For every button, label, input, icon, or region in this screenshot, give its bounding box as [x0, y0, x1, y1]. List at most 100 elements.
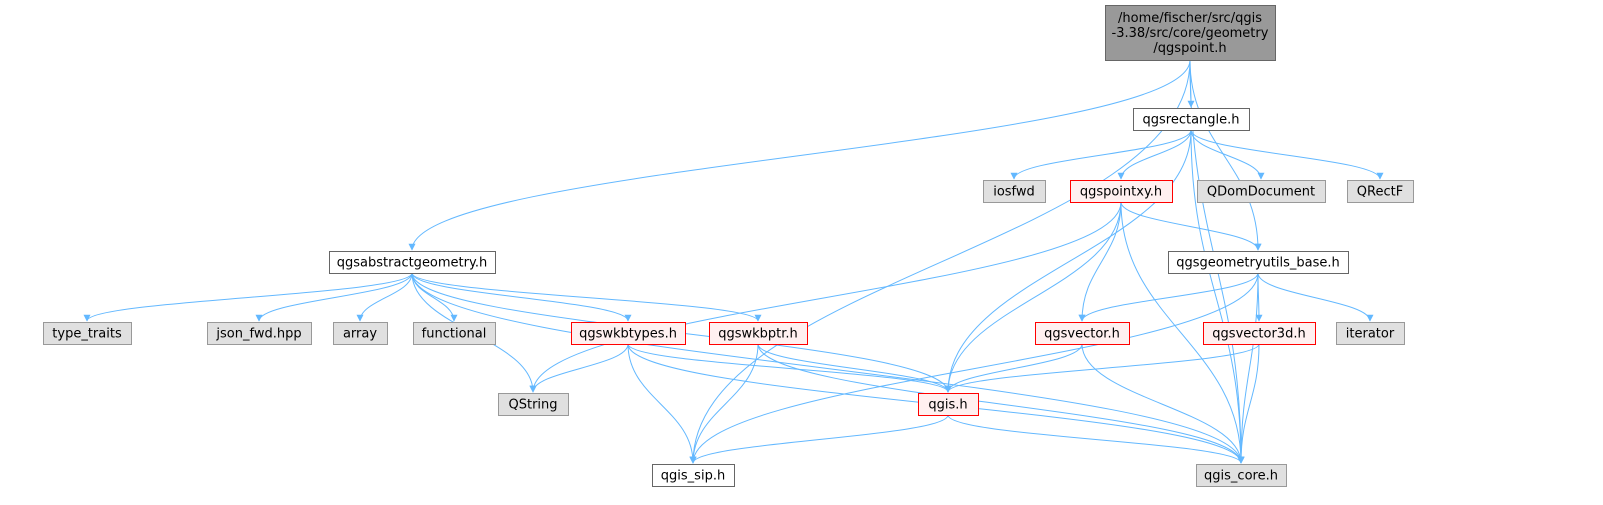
node-label-qgsabstractgeometry: qgsabstractgeometry.h — [337, 256, 487, 271]
node-label-json_fwd: json_fwd.hpp — [215, 327, 301, 342]
node-qgis_core[interactable]: qgis_core.h — [1196, 464, 1287, 487]
edge-qgsrectangle-to-iosfwd — [1010, 129, 1192, 180]
edge-qgspointxy-to-qgsgeometryutils_base — [1120, 201, 1262, 251]
node-box-qdomdocument[interactable] — [1197, 180, 1326, 203]
node-box-qgsgeometryutils_base[interactable] — [1168, 251, 1349, 274]
node-label-qgsgeometryutils_base: qgsgeometryutils_base.h — [1176, 256, 1339, 271]
node-qgsrectangle[interactable]: qgsrectangle.h — [1133, 108, 1250, 131]
node-label-qstring: QString — [508, 398, 557, 413]
node-box-qgis[interactable] — [918, 393, 979, 416]
edge-qgswkbtypes-to-qgis_sip — [627, 343, 697, 464]
node-box-iosfwd[interactable] — [983, 180, 1046, 203]
node-box-qstring[interactable] — [498, 393, 569, 416]
node-qgsgeometryutils_base[interactable]: qgsgeometryutils_base.h — [1168, 251, 1349, 274]
node-label-root: -3.38/src/core/geometry — [1112, 26, 1269, 41]
node-box-functional[interactable] — [413, 322, 496, 345]
node-label-qgis: qgis.h — [928, 398, 967, 413]
node-box-qgswkbtypes[interactable] — [571, 322, 686, 345]
edge-qgspointxy-to-qstring — [529, 201, 1122, 393]
node-label-qrectf: QRectF — [1357, 185, 1403, 200]
node-box-qgsvector[interactable] — [1035, 322, 1130, 345]
edge-qgsvector-to-qgis — [944, 343, 1083, 393]
node-qdomdocument[interactable]: QDomDocument — [1197, 180, 1326, 203]
edge-qgsgeometryutils_base-to-qgis_sip — [689, 272, 1259, 464]
node-label-iosfwd: iosfwd — [993, 185, 1035, 200]
node-box-root[interactable] — [1105, 5, 1276, 61]
node-label-functional: functional — [422, 327, 487, 342]
node-qgsvector3d[interactable]: qgsvector3d.h — [1203, 322, 1316, 345]
node-qgis_sip[interactable]: qgis_sip.h — [652, 464, 735, 487]
node-array[interactable]: array — [333, 322, 388, 345]
node-box-qgsvector3d[interactable] — [1203, 322, 1316, 345]
node-functional[interactable]: functional — [413, 322, 496, 345]
node-label-root: /qgspoint.h — [1153, 41, 1226, 56]
node-box-qgsrectangle[interactable] — [1133, 108, 1250, 131]
node-label-qgsvector3d: qgsvector3d.h — [1212, 327, 1305, 342]
node-box-qgswkbptr[interactable] — [709, 322, 808, 345]
node-box-qgis_sip[interactable] — [652, 464, 735, 487]
edge-qgis-to-qgis_core — [947, 414, 1245, 464]
edge-qgswkbptr-to-qgis — [757, 343, 952, 393]
node-label-qgswkbtypes: qgswkbtypes.h — [579, 327, 677, 342]
node-iterator[interactable]: iterator — [1336, 322, 1405, 345]
edge-qgsabstractgeometry-to-qgswkbtypes — [411, 272, 632, 322]
node-iosfwd[interactable]: iosfwd — [983, 180, 1046, 203]
edge-qgsrectangle-to-qgis_core — [1190, 129, 1245, 464]
node-json_fwd[interactable]: json_fwd.hpp — [207, 322, 312, 345]
node-root[interactable]: /home/fischer/src/qgis-3.38/src/core/geo… — [1105, 5, 1276, 61]
node-qgswkbtypes[interactable]: qgswkbtypes.h — [571, 322, 686, 345]
node-qstring[interactable]: QString — [498, 393, 569, 416]
nodes-layer: /home/fischer/src/qgis-3.38/src/core/geo… — [43, 5, 1414, 487]
edge-root-to-qgsgeometryutils_base — [1189, 59, 1262, 251]
edge-qgswkbtypes-to-qgis — [627, 343, 952, 393]
node-box-array[interactable] — [333, 322, 388, 345]
node-qgsvector[interactable]: qgsvector.h — [1035, 322, 1130, 345]
edge-qgspointxy-to-qgsvector — [1078, 201, 1122, 322]
node-box-qrectf[interactable] — [1347, 180, 1414, 203]
node-label-qgspointxy: qgspointxy.h — [1080, 185, 1162, 200]
edge-qgsabstractgeometry-to-type_traits — [83, 272, 413, 322]
node-label-qdomdocument: QDomDocument — [1207, 185, 1315, 200]
node-box-json_fwd[interactable] — [207, 322, 312, 345]
node-box-qgspointxy[interactable] — [1070, 180, 1173, 203]
edges-layer — [83, 59, 1384, 464]
edge-qgsgeometryutils_base-to-qgis_core — [1237, 272, 1259, 464]
node-label-qgsrectangle: qgsrectangle.h — [1142, 113, 1239, 128]
edge-qgis-to-qgis_sip — [689, 414, 949, 464]
node-type_traits[interactable]: type_traits — [43, 322, 132, 345]
node-label-root: /home/fischer/src/qgis — [1118, 11, 1262, 26]
node-label-qgis_core: qgis_core.h — [1204, 469, 1278, 484]
edge-qgswkbptr-to-qgis_sip — [689, 343, 759, 464]
node-qgsabstractgeometry[interactable]: qgsabstractgeometry.h — [329, 251, 496, 274]
node-box-qgis_core[interactable] — [1196, 464, 1287, 487]
edge-qgsvector3d-to-qgis — [944, 343, 1260, 393]
node-label-type_traits: type_traits — [52, 327, 122, 342]
edge-qgsvector3d-to-qgis_core — [1237, 343, 1260, 464]
edge-qgswkbptr-to-qgis_core — [757, 343, 1245, 464]
edge-qgsgeometryutils_base-to-iterator — [1257, 272, 1374, 322]
edge-qgsgeometryutils_base-to-qgsvector — [1078, 272, 1259, 322]
edge-qgsabstractgeometry-to-qgis_core — [411, 272, 1245, 464]
node-label-qgsvector: qgsvector.h — [1044, 327, 1120, 342]
edge-qgsabstractgeometry-to-json_fwd — [255, 272, 413, 322]
edge-qgsrectangle-to-qgspointxy — [1117, 129, 1192, 180]
node-qrectf[interactable]: QRectF — [1347, 180, 1414, 203]
node-box-qgsabstractgeometry[interactable] — [329, 251, 496, 274]
edge-root-to-qgsabstractgeometry — [408, 59, 1191, 251]
edge-qgsabstractgeometry-to-array — [356, 272, 413, 322]
edge-qgsrectangle-to-qdomdocument — [1190, 129, 1265, 180]
node-box-type_traits[interactable] — [43, 322, 132, 345]
node-box-iterator[interactable] — [1336, 322, 1405, 345]
edge-qgsabstractgeometry-to-functional — [411, 272, 458, 322]
edge-qgsvector-to-qgis_core — [1081, 343, 1245, 464]
node-qgis[interactable]: qgis.h — [918, 393, 979, 416]
node-label-qgis_sip: qgis_sip.h — [661, 469, 725, 484]
node-label-array: array — [343, 327, 377, 342]
edge-qgsrectangle-to-qrectf — [1190, 129, 1384, 180]
node-label-iterator: iterator — [1346, 327, 1395, 342]
node-qgswkbptr[interactable]: qgswkbptr.h — [709, 322, 808, 345]
edge-qgsrectangle-to-qgis — [944, 129, 1192, 393]
edge-qgspointxy-to-qgis — [944, 201, 1122, 393]
node-qgspointxy[interactable]: qgspointxy.h — [1070, 180, 1173, 203]
